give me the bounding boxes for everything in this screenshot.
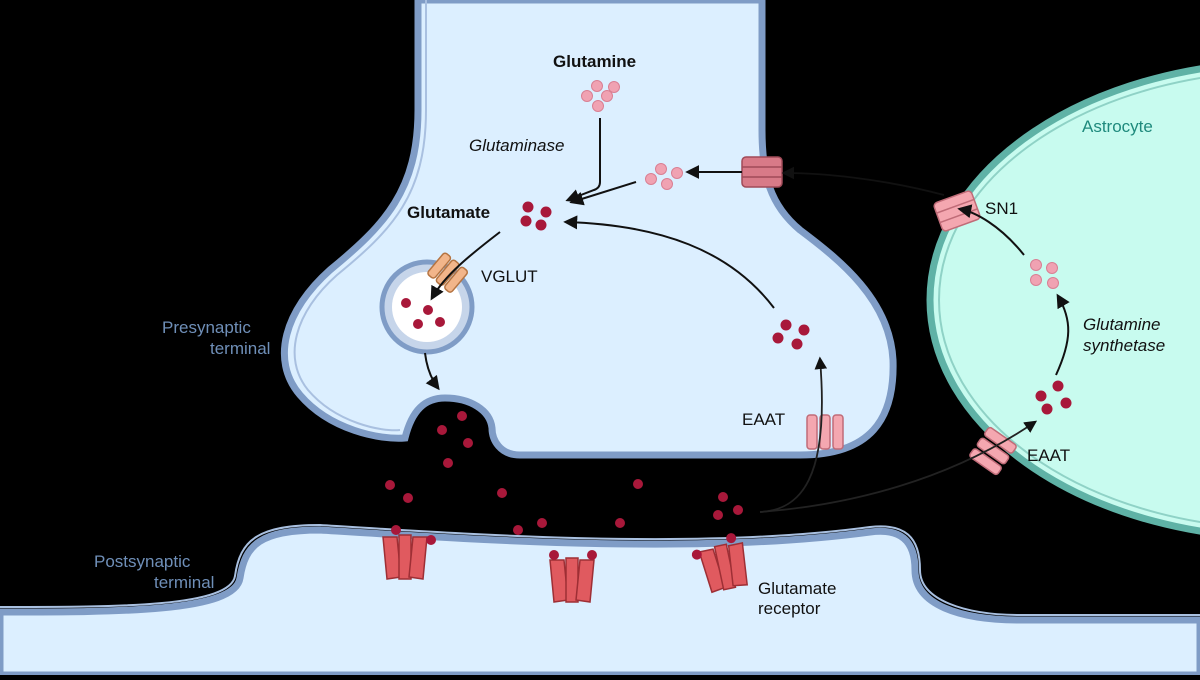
pathway-arrows [424, 118, 1070, 391]
glutamate-receptor-label-line1: Glutamate [758, 579, 836, 598]
glutamate-receptor [382, 525, 436, 580]
astrocyte-label: Astrocyte [1082, 117, 1153, 136]
eaat-neuron-label: EAAT [742, 410, 785, 429]
glutamine-molecules-top [581, 80, 620, 112]
cleft-arrows [759, 166, 1038, 513]
postsynaptic-label-line2: terminal [154, 573, 214, 592]
glutamine-label: Glutamine [553, 52, 636, 71]
glutamate-receptor [691, 533, 749, 594]
glutamate-molecules-astrocyte [1035, 380, 1072, 415]
glutamate-label: Glutamate [407, 203, 490, 222]
presynaptic-glutamine-transporter [741, 156, 783, 188]
glutamate-molecules-cytosol [520, 201, 552, 231]
vglut-label: VGLUT [481, 267, 538, 286]
postsynaptic-label-line1: Postsynaptic [94, 552, 191, 571]
glutaminase-label: Glutaminase [469, 136, 564, 155]
glutamate-molecules-cleft [385, 411, 743, 535]
eaat-neuron-transporter [806, 414, 844, 450]
eaat-astrocyte-label: EAAT [1027, 446, 1070, 465]
presynaptic-label-line2: terminal [210, 339, 270, 358]
astrocyte-cell [926, 65, 1200, 535]
glutamine-molecules-astrocyte [1030, 259, 1059, 289]
sn1-label: SN1 [985, 199, 1018, 218]
glutamate-receptor [549, 550, 597, 603]
postsynaptic-terminal [0, 523, 1200, 679]
glutamine-synthetase-label-line2: synthetase [1083, 336, 1165, 355]
glutamate-molecules-reuptake [772, 319, 810, 350]
glutamine-synthetase-label-line1: Glutamine [1083, 315, 1160, 334]
presynaptic-label-line1: Presynaptic [162, 318, 251, 337]
glutamate-receptor-label-line2: receptor [758, 599, 821, 618]
vglut-transporter [427, 252, 469, 293]
glutamine-molecules-middle [645, 163, 683, 190]
